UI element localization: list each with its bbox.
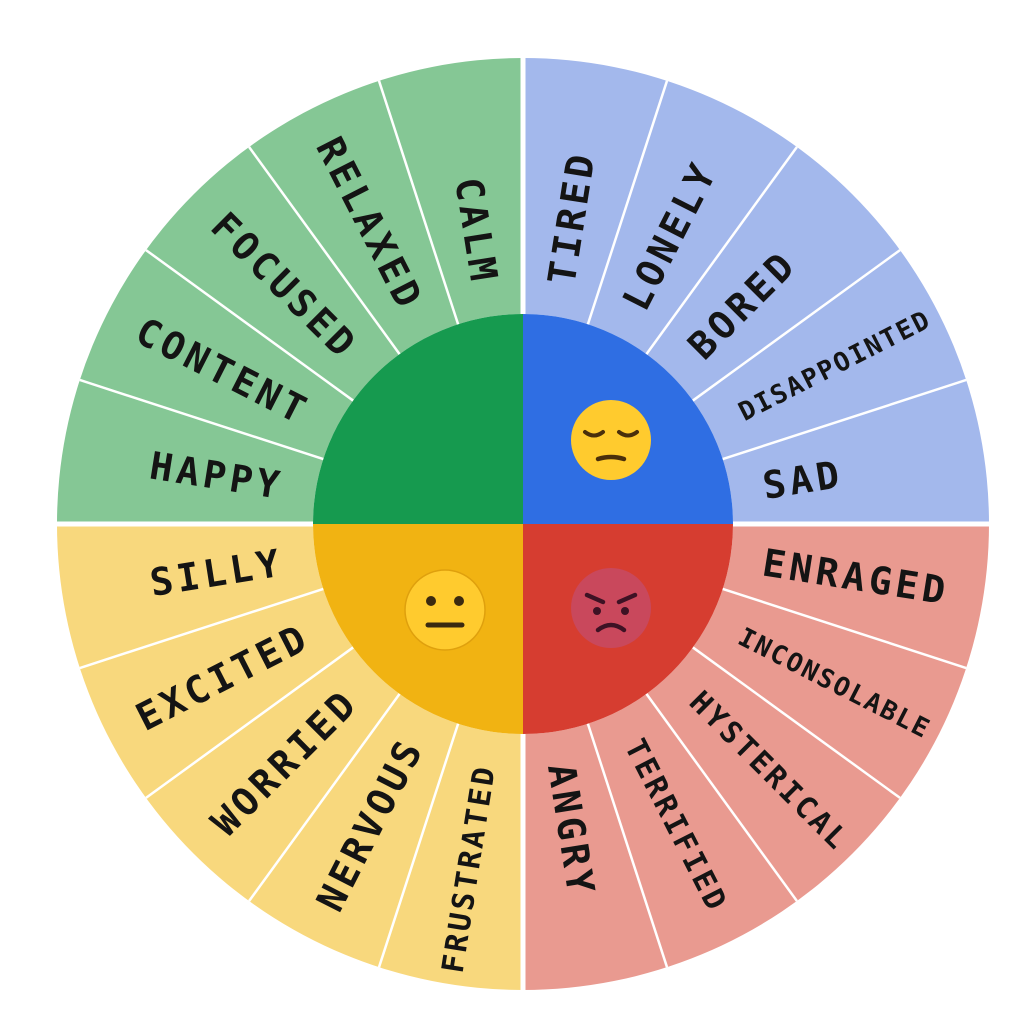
segment-divider [722, 587, 967, 670]
segment-divider [377, 80, 460, 325]
segment-divider [722, 378, 967, 461]
ring-sad [523, 58, 989, 524]
segment-divider [692, 646, 901, 799]
segment-divider [145, 646, 354, 799]
segment-divider [586, 80, 669, 325]
neutral-face-icon [404, 569, 486, 651]
segment-divider [645, 693, 798, 902]
segment-divider [645, 146, 798, 355]
segment-divider [248, 693, 401, 902]
segment-divider [145, 249, 354, 402]
segment-divider [79, 378, 324, 461]
core-happy [313, 314, 523, 524]
segment-divider [377, 723, 460, 968]
angry-face-icon [571, 568, 651, 648]
ring-happy [57, 58, 523, 524]
segment-divider [586, 723, 669, 968]
ring-angry [523, 524, 989, 990]
segment-divider [248, 146, 401, 355]
ring-worried [57, 524, 523, 990]
segment-divider [692, 249, 901, 402]
segment-divider [79, 587, 324, 670]
pensive-face-icon [571, 400, 651, 480]
